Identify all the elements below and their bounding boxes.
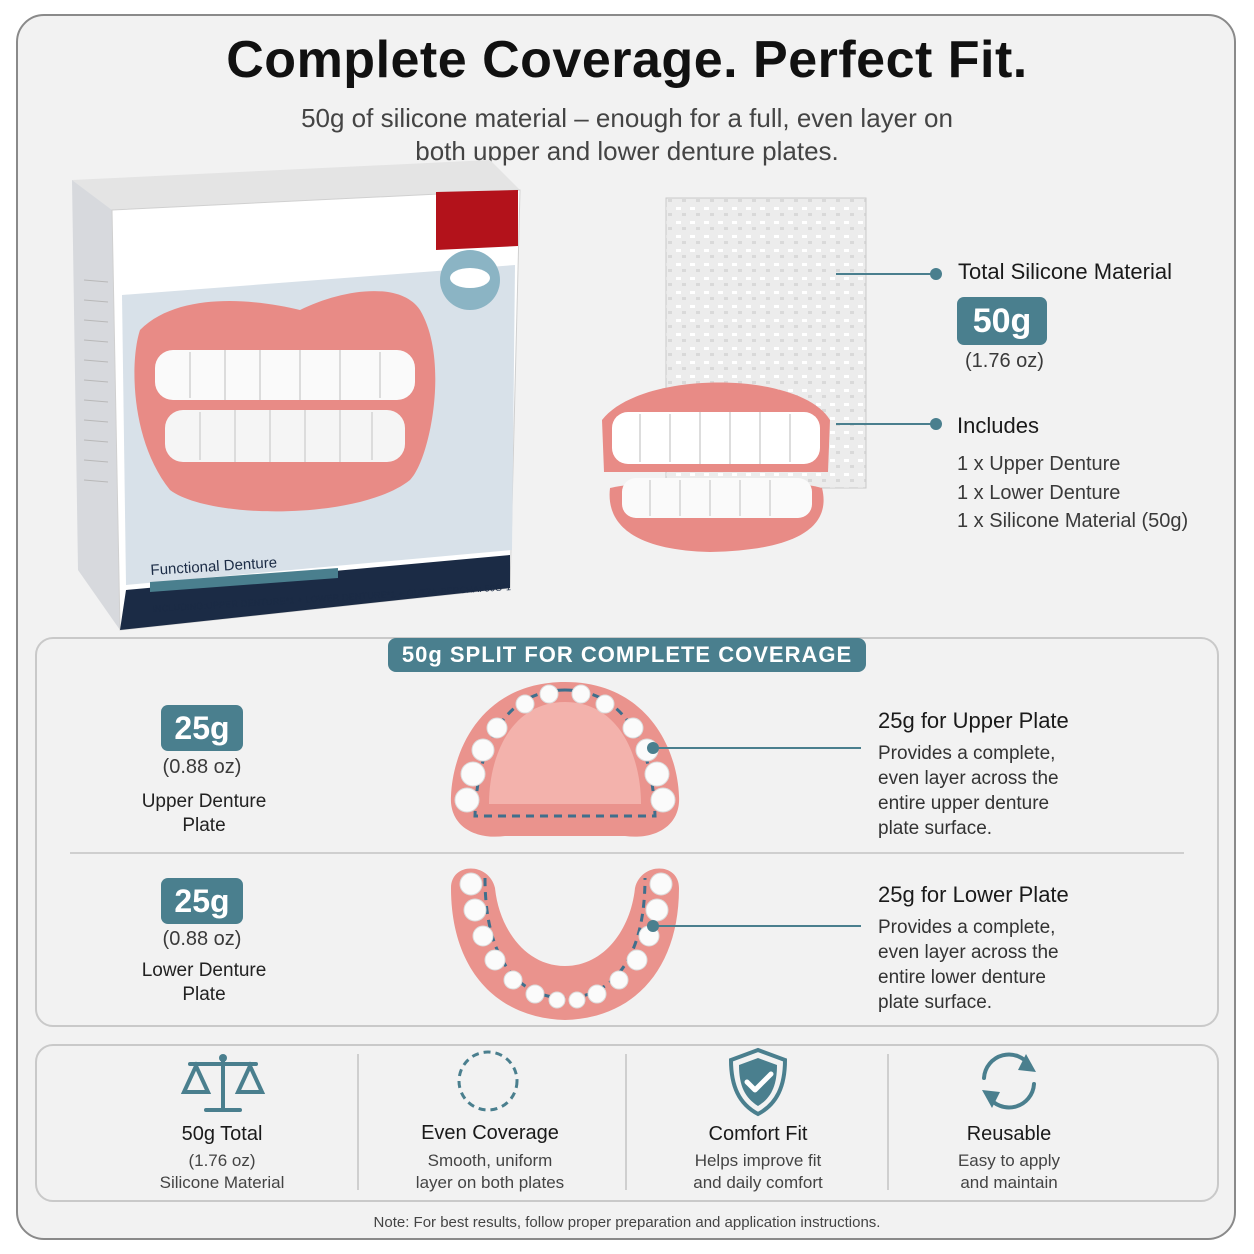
shield-check-icon [728,1047,788,1117]
feature-description: Easy to apply and maintain [899,1150,1119,1194]
plate-callout-lines [647,742,861,932]
feature-line: Smooth, uniform [427,1151,553,1170]
upper-plate-description: Provides a complete, even layer across t… [878,741,1059,841]
upper-desc-line: even layer across the [878,768,1059,789]
feature-line: Helps improve fit [694,1151,822,1170]
upper-denture-plate-image [450,682,680,837]
scale-icon [180,1054,266,1112]
lower-denture-plate-image [451,868,679,1020]
feature-description: Helps improve fit and daily comfort [648,1150,868,1194]
lower-desc-line: plate surface. [878,992,993,1013]
upper-plate-label: Upper Denture Plate [104,790,304,838]
upper-plate-title: 25g for Upper Plate [878,708,1069,733]
dashed-circle-icon [457,1050,519,1112]
lower-plate-label: Lower Denture Plate [104,959,304,1007]
feature-title: Reusable [966,1123,1052,1145]
lower-plate-title: 25g for Lower Plate [878,882,1069,907]
feature-line: Silicone Material [159,1173,285,1192]
includes-item: 1 x Upper Denture [957,453,1121,475]
feature-description: (1.76 oz) Silicone Material [112,1150,332,1194]
feature-divider [887,1054,889,1190]
feature-title: Even Coverage [421,1122,559,1144]
feature-title: 50g Total [181,1123,263,1145]
feature-divider [357,1054,359,1190]
includes-list: 1 x Upper Denture 1 x Lower Denture 1 x … [957,450,1188,536]
feature-line: Easy to apply [957,1151,1061,1170]
upper-plate-label-line: Upper Denture [141,791,267,812]
upper-weight-badge: 25g [161,705,243,751]
total-ounces: (1.76 oz) [965,350,1044,372]
product-box-image [72,160,521,631]
lower-plate-description: Provides a complete, even layer across t… [878,915,1059,1015]
refresh-icon [982,1052,1036,1110]
total-weight-badge: 50g [957,297,1047,345]
upper-plate-label-line: Plate [182,815,226,836]
lower-plate-label-line: Lower Denture [141,960,267,981]
includes-item: 1 x Silicone Material (50g) [957,510,1189,532]
upper-desc-line: entire upper denture [878,793,1050,814]
feature-line: (1.76 oz) [188,1151,256,1170]
lower-weight-badge: 25g [161,878,243,924]
page-subtitle: 50g of silicone material – enough for a … [301,103,953,166]
includes-label: Includes [957,413,1039,438]
lower-ounces: (0.88 oz) [162,928,242,950]
feature-line: and daily comfort [693,1173,823,1192]
lower-desc-line: Provides a complete, [878,917,1056,938]
lower-desc-line: entire lower denture [878,967,1046,988]
split-divider [70,852,1184,854]
total-material-label: Total Silicone Material [958,259,1172,284]
silicone-pouch-image [602,197,867,552]
feature-title: Comfort Fit [708,1123,808,1145]
includes-item: 1 x Lower Denture [957,481,1121,504]
feature-line: and maintain [960,1173,1058,1192]
feature-divider [625,1054,627,1190]
footer-note: Note: For best results, follow proper pr… [373,1214,881,1231]
feature-line: layer on both plates [415,1173,565,1192]
page-title: Complete Coverage. Perfect Fit. [226,31,1028,89]
features-panel [35,1044,1219,1202]
upper-ounces: (0.88 oz) [162,756,242,778]
lower-plate-label-line: Plate [182,984,226,1005]
upper-desc-line: plate surface. [878,818,993,839]
split-section-banner: 50g SPLIT FOR COMPLETE COVERAGE [388,638,866,672]
lower-desc-line: even layer across the [878,942,1059,963]
feature-description: Smooth, uniform layer on both plates [380,1150,600,1194]
callout-lines [836,268,942,430]
upper-desc-line: Provides a complete, [878,743,1056,764]
